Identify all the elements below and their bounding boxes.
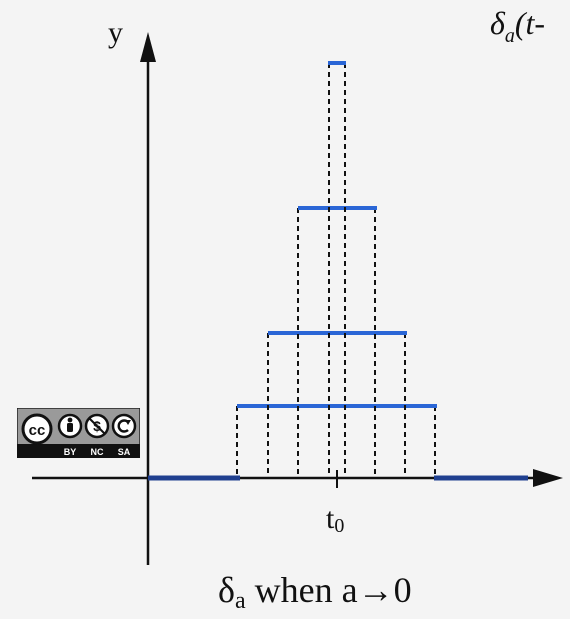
caption-delta: δ <box>218 570 235 610</box>
cc-icon-text: cc <box>29 422 46 439</box>
corner-formula-sub: a <box>505 25 515 47</box>
t0-label: t0 <box>326 502 344 537</box>
corner-formula-delta: δ <box>490 5 506 41</box>
badge-term-by: BY <box>64 447 77 457</box>
x-axis-arrow <box>533 469 563 487</box>
sa-icon <box>111 413 137 439</box>
y-axis-label: y <box>108 16 123 49</box>
caption: δa when a→0 <box>218 570 412 614</box>
corner-formula: δa(t- <box>490 5 545 47</box>
cc-license-badge[interactable]: cc $ BY NC SA <box>17 408 140 458</box>
badge-term-nc: NC <box>91 447 104 457</box>
corner-formula-rest: (t- <box>515 5 545 41</box>
caption-rest: when a→0 <box>246 570 412 610</box>
caption-sub: a <box>235 588 246 614</box>
t0-label-sub: 0 <box>334 515 344 537</box>
t0-label-main: t <box>326 502 335 535</box>
cc-icon <box>21 413 53 445</box>
badge-term-sa: SA <box>118 447 131 457</box>
y-axis-arrow <box>140 32 156 62</box>
